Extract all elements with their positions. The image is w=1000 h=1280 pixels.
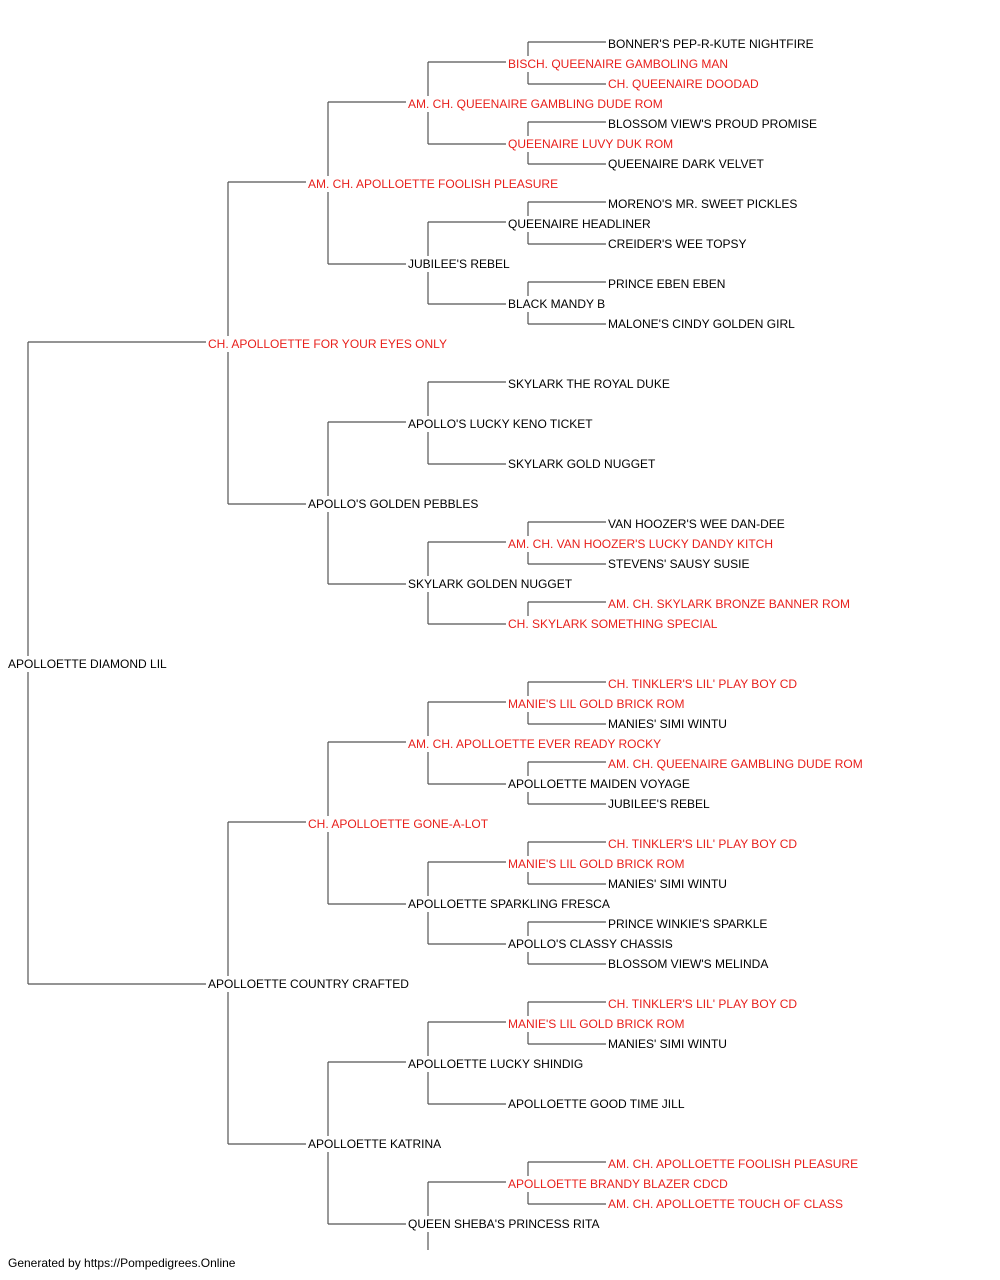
sire-name: MORENO'S MR. SWEET PICKLES [608, 197, 797, 211]
dam-name: SKYLARK GOLD NUGGET [508, 457, 656, 471]
pedigree-tree: APOLLOETTE DIAMOND LIL CH. APOLLOETTE FOR… [8, 37, 863, 1250]
dam-name: APOLLOETTE COUNTRY CRAFTED [208, 977, 409, 991]
sire-name: APOLLO'S LUCKY KENO TICKET [408, 417, 593, 431]
dam-name: APOLLOETTE KATRINA [308, 1137, 441, 1151]
dam-name: QUEENAIRE DARK VELVET [608, 157, 764, 171]
dam-name: BLOSSOM VIEW'S MELINDA [608, 957, 768, 971]
dam-name: JUBILEE'S REBEL [408, 257, 510, 271]
dam-name: JUBILEE'S REBEL [608, 797, 710, 811]
dam-name: APOLLO'S GOLDEN PEBBLES [308, 497, 478, 511]
sire-name: BONNER'S PEP-R-KUTE NIGHTFIRE [608, 37, 814, 51]
sire-name: BISCH. QUEENAIRE GAMBOLING MAN [508, 57, 728, 71]
dam-name: AM. CH. APOLLOETTE TOUCH OF CLASS [608, 1197, 843, 1211]
sire-name: AM. CH. QUEENAIRE GAMBLING DUDE ROM [408, 97, 663, 111]
dam-name: QUEENAIRE LUVY DUK ROM [508, 137, 673, 151]
sire-name: SKYLARK THE ROYAL DUKE [508, 377, 670, 391]
sire-name: AM. CH. QUEENAIRE GAMBLING DUDE ROM [608, 757, 863, 771]
sire-name: CH. APOLLOETTE FOR YOUR EYES ONLY [208, 337, 447, 351]
dam-name: STEVENS' SAUSY SUSIE [608, 557, 749, 571]
sire-name: CH. TINKLER'S LIL' PLAY BOY CD [608, 677, 797, 691]
sire-name: MANIE'S LIL GOLD BRICK ROM [508, 697, 685, 711]
sire-name: MANIE'S LIL GOLD BRICK ROM [508, 857, 685, 871]
dam-name: MANIES' SIMI WINTU [608, 877, 727, 891]
dam-name: MANIES' SIMI WINTU [608, 1037, 727, 1051]
sire-name: PRINCE EBEN EBEN [608, 277, 725, 291]
sire-name: CH. TINKLER'S LIL' PLAY BOY CD [608, 837, 797, 851]
sire-name: APOLLOETTE BRANDY BLAZER CDCD [508, 1177, 728, 1191]
subject-name: APOLLOETTE DIAMOND LIL [8, 657, 167, 671]
sire-name: AM. CH. APOLLOETTE EVER READY ROCKY [408, 737, 661, 751]
dam-name: MANIES' SIMI WINTU [608, 717, 727, 731]
footer-credit: Generated by https://Pompedigrees.Online [8, 1256, 236, 1270]
sire-name: MANIE'S LIL GOLD BRICK ROM [508, 1017, 685, 1031]
sire-name: AM. CH. SKYLARK BRONZE BANNER ROM [608, 597, 850, 611]
sire-name: PRINCE WINKIE'S SPARKLE [608, 917, 767, 931]
dam-name: APOLLOETTE GOOD TIME JILL [508, 1097, 685, 1111]
dam-name: APOLLO'S CLASSY CHASSIS [508, 937, 673, 951]
sire-name: APOLLOETTE LUCKY SHINDIG [408, 1057, 583, 1071]
dam-name: SKYLARK GOLDEN NUGGET [408, 577, 573, 591]
sire-name: CH. TINKLER'S LIL' PLAY BOY CD [608, 997, 797, 1011]
sire-name: BLOSSOM VIEW'S PROUD PROMISE [608, 117, 817, 131]
sire-name: AM. CH. APOLLOETTE FOOLISH PLEASURE [308, 177, 558, 191]
dam-name: CH. SKYLARK SOMETHING SPECIAL [508, 617, 718, 631]
dam-name: MALONE'S CINDY GOLDEN GIRL [608, 317, 795, 331]
dam-name: APOLLOETTE SPARKLING FRESCA [408, 897, 610, 911]
dam-name: APOLLOETTE MAIDEN VOYAGE [508, 777, 690, 791]
dam-name: CREIDER'S WEE TOPSY [608, 237, 747, 251]
sire-name: AM. CH. VAN HOOZER'S LUCKY DANDY KITCH [508, 537, 773, 551]
sire-name: AM. CH. APOLLOETTE FOOLISH PLEASURE [608, 1157, 858, 1171]
sire-name: VAN HOOZER'S WEE DAN-DEE [608, 517, 785, 531]
dam-name: QUEEN SHEBA'S PRINCESS RITA [408, 1217, 599, 1231]
dam-name: CH. QUEENAIRE DOODAD [608, 77, 759, 91]
sire-name: CH. APOLLOETTE GONE-A-LOT [308, 817, 489, 831]
sire-name: QUEENAIRE HEADLINER [508, 217, 651, 231]
dam-name: BLACK MANDY B [508, 297, 605, 311]
